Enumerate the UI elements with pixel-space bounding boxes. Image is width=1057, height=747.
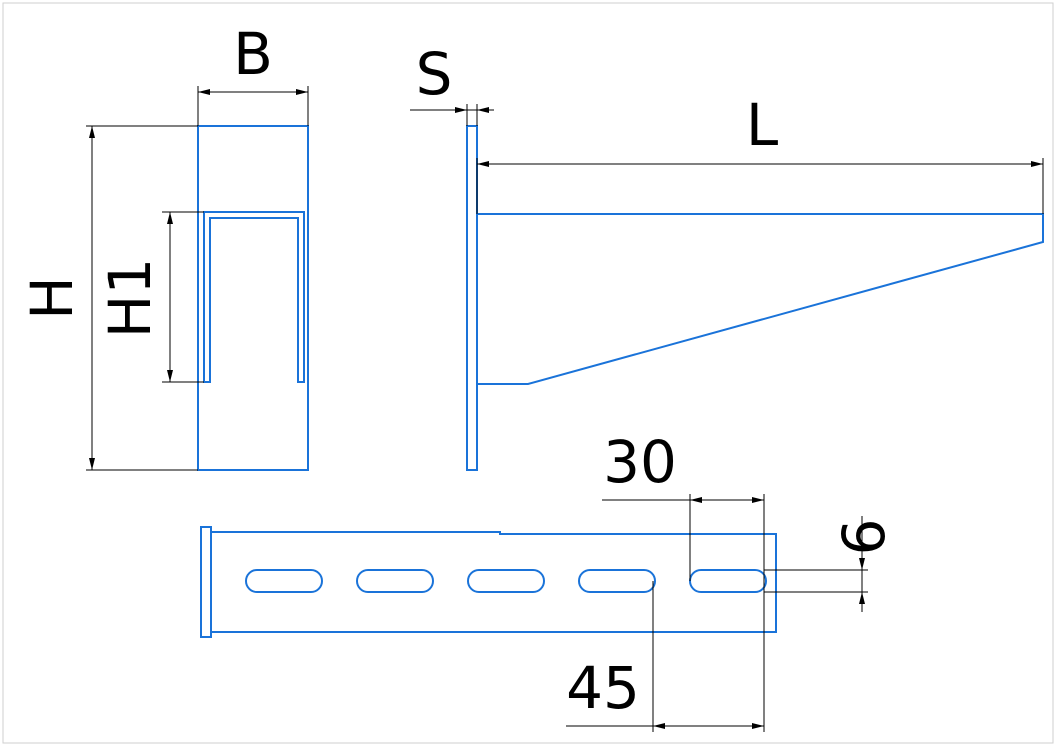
s-arrow-right bbox=[477, 107, 489, 113]
l-arrow-right bbox=[1031, 161, 1043, 167]
end-offset-label: 45 bbox=[566, 654, 640, 722]
dim45-arrow-left bbox=[653, 723, 665, 729]
slot-width-label: 9 bbox=[828, 519, 896, 556]
slot-3 bbox=[467, 569, 545, 593]
slot-5 bbox=[689, 569, 767, 593]
h-arrow-bottom bbox=[89, 458, 95, 470]
slot-1 bbox=[245, 569, 323, 593]
b-arrow-left bbox=[198, 89, 210, 95]
l-arrow-left bbox=[477, 161, 489, 167]
base-plate bbox=[466, 125, 478, 471]
b-label: B bbox=[233, 20, 273, 88]
side-view: S L bbox=[410, 40, 1044, 471]
s-label: S bbox=[416, 40, 453, 108]
h1-arrow-bottom bbox=[167, 370, 173, 382]
top-arm-outline bbox=[211, 531, 777, 633]
top-end-plate bbox=[200, 526, 212, 638]
front-view: B H H1 bbox=[18, 20, 309, 471]
h-arrow-top bbox=[89, 126, 95, 138]
top-view: 30 9 45 bbox=[200, 428, 896, 732]
dim30-arrow-right bbox=[752, 497, 764, 503]
l-label: L bbox=[746, 91, 778, 159]
h-label: H bbox=[18, 276, 86, 320]
front-view-outline bbox=[197, 125, 309, 471]
slot-pitch-label: 30 bbox=[603, 428, 677, 496]
dim9-arrow-top bbox=[859, 558, 865, 570]
dim45-arrow-right bbox=[752, 723, 764, 729]
channel-profile bbox=[203, 211, 305, 383]
h1-label: H1 bbox=[96, 258, 164, 339]
bracket-arm bbox=[477, 213, 1044, 385]
h1-arrow-top bbox=[167, 212, 173, 224]
s-arrow-left bbox=[455, 107, 467, 113]
dim30-arrow-left bbox=[690, 497, 702, 503]
slot-4 bbox=[578, 569, 656, 593]
dim9-arrow-bottom bbox=[859, 592, 865, 604]
b-arrow-right bbox=[296, 89, 308, 95]
slot-2 bbox=[356, 569, 434, 593]
